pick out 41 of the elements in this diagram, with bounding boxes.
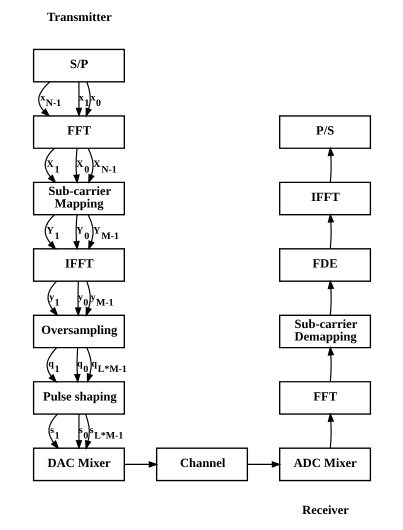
node-box: FFT (278, 381, 371, 415)
node-label: Transmitter (46, 10, 112, 24)
arrow (38, 82, 50, 118)
arrow (44, 148, 56, 184)
arrow (327, 412, 334, 448)
arrow (327, 346, 334, 382)
node-box: Pulse shaping (32, 381, 124, 415)
arrow (246, 461, 281, 468)
node-box: DAC Mixer (32, 448, 124, 482)
node-box: FDE (278, 248, 371, 282)
arrow (327, 146, 334, 182)
arrow (124, 461, 158, 468)
arrow (46, 347, 57, 384)
node-label: Receiver (302, 502, 348, 517)
arrow (87, 214, 94, 250)
node-box: ADC Mixer (278, 448, 371, 482)
node-box: S/P (32, 48, 124, 82)
arrow (73, 348, 80, 384)
node-box: Oversampling (32, 314, 124, 348)
arrow (72, 148, 80, 184)
arrow (87, 148, 94, 184)
arrow (75, 82, 82, 118)
arrow (86, 347, 93, 384)
node-box: Sub-carrier Demapping (278, 314, 371, 348)
node-box: IFFT (278, 182, 371, 216)
arrow (46, 280, 58, 316)
node-box: Sub-carrier Mapping (32, 182, 124, 216)
arrow (85, 280, 92, 317)
arrow (84, 414, 91, 450)
arrow (85, 82, 92, 118)
arrow (48, 414, 59, 450)
node-box: Channel (155, 448, 248, 482)
node-box: IFFT (32, 248, 124, 282)
node-box: P/S (278, 115, 371, 149)
arrow (75, 414, 82, 450)
arrow (74, 281, 81, 317)
arrow (327, 212, 334, 248)
arrow (44, 214, 56, 250)
node-box: FFT (32, 115, 124, 149)
arrow (72, 214, 80, 250)
arrow (327, 279, 334, 315)
